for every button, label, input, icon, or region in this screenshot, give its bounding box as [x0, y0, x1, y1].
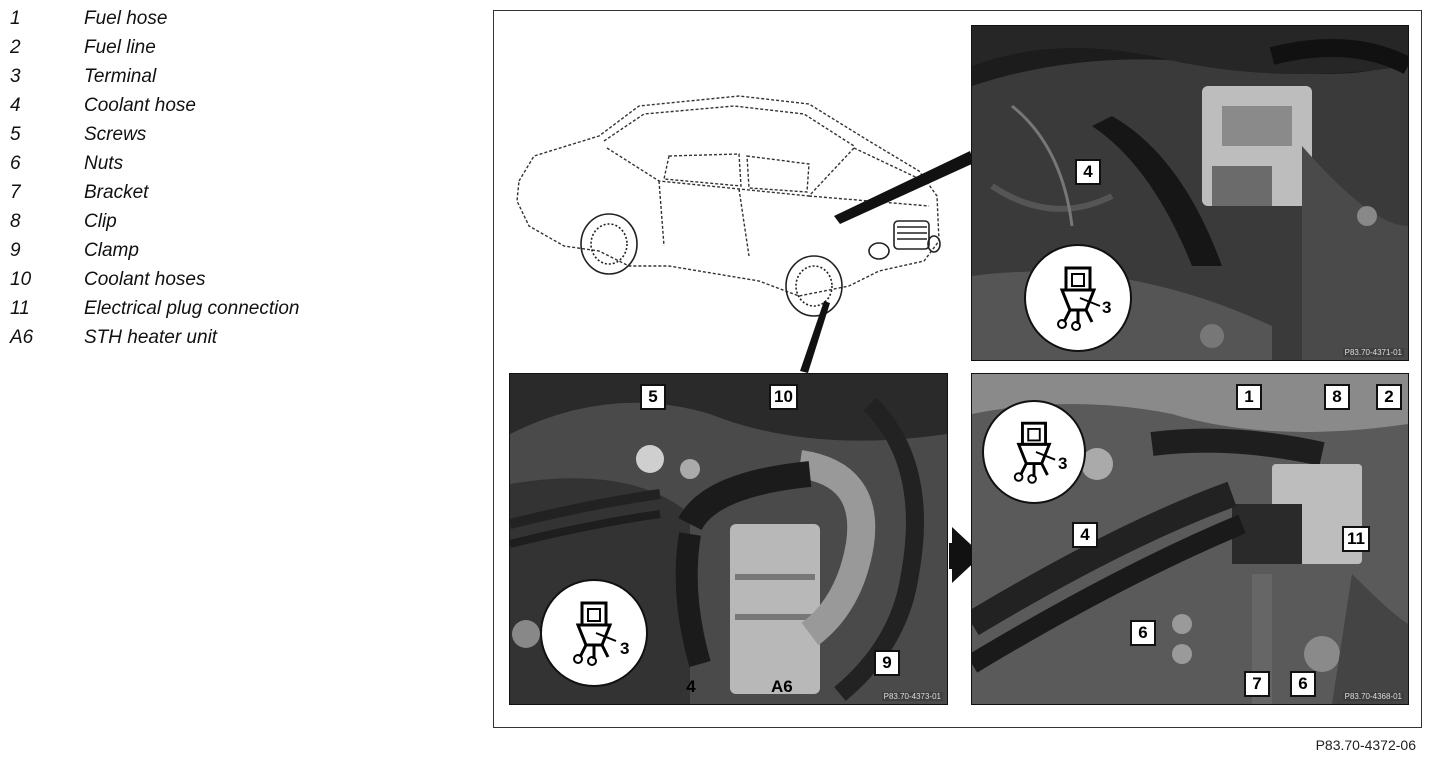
- legend-number: 11: [10, 298, 30, 319]
- legend-number: 4: [10, 95, 21, 116]
- legend-label: STH heater unit: [84, 327, 218, 348]
- terminal-number: 3: [1058, 454, 1068, 473]
- fuel-connection-photo: [972, 374, 1408, 704]
- legend-number: 2: [10, 37, 21, 58]
- callout-label: 1: [1236, 384, 1262, 410]
- photo-reference: P83.70-4373-01: [881, 692, 943, 701]
- callout-label: 5: [640, 384, 666, 410]
- legend-number: 5: [10, 124, 21, 145]
- callout-label: 11: [1342, 526, 1370, 552]
- legend-label: Clamp: [84, 240, 139, 261]
- figure-id: P83.70-4372-06: [1315, 737, 1416, 753]
- photo-panel-bottom-right: 1 8 2 4 11 6 7 6 3 P83.70-4368-01: [971, 373, 1409, 705]
- terminal-number: 3: [1102, 298, 1112, 317]
- callout-label: 6: [1290, 671, 1316, 697]
- callout-label: 4: [686, 677, 696, 696]
- photo-reference: P83.70-4371-01: [1342, 348, 1404, 357]
- legend-label: Coolant hose: [84, 95, 196, 116]
- legend-label: Electrical plug connection: [84, 298, 300, 319]
- legend-number: A6: [10, 327, 34, 348]
- legend-number: 7: [10, 182, 21, 203]
- photo-panel-top-right: 4 3 P83.70-4371-01: [971, 25, 1409, 361]
- figure-frame: 4 3 P83.70-4371-01: [493, 10, 1422, 728]
- leader-lines: [800, 151, 974, 373]
- terminal-detail-circle: 3: [1024, 244, 1132, 352]
- callout-label: 8: [1324, 384, 1350, 410]
- legend-number: 3: [10, 66, 21, 87]
- legend-number: 1: [10, 8, 21, 29]
- legend-number: 6: [10, 153, 21, 174]
- legend-label: Fuel line: [84, 37, 156, 58]
- callout-label: 4: [1072, 522, 1098, 548]
- callout-label: 7: [1244, 671, 1270, 697]
- legend-label: Coolant hoses: [84, 269, 206, 290]
- terminal-detail-circle: 3: [540, 579, 648, 687]
- legend-label: Terminal: [84, 66, 157, 87]
- photo-reference: P83.70-4368-01: [1342, 692, 1404, 701]
- callout-label: 2: [1376, 384, 1402, 410]
- terminal-icon: [1013, 421, 1056, 484]
- terminal-detail-circle: 3: [982, 400, 1086, 504]
- callout-label: 10: [769, 384, 798, 410]
- legend-label: Screws: [84, 124, 147, 145]
- callout-label: A6: [771, 677, 793, 696]
- photo-panel-bottom-left: 5 10 9 4 A6 3 P83.70-4373-01: [509, 373, 948, 705]
- legend-number: 9: [10, 240, 21, 261]
- legend-label: Bracket: [84, 182, 149, 203]
- callout-label: 6: [1130, 620, 1156, 646]
- car-illustration: [516, 95, 941, 317]
- callout-label: 4: [1075, 159, 1101, 185]
- legend-label: Fuel hose: [84, 8, 168, 29]
- terminal-icon: [573, 601, 617, 666]
- callout-label: 9: [874, 650, 900, 676]
- legend-label: Clip: [84, 211, 117, 232]
- legend-number: 10: [10, 269, 32, 290]
- legend-number: 8: [10, 211, 21, 232]
- terminal-icon: [1057, 266, 1101, 331]
- terminal-number: 3: [620, 639, 630, 658]
- legend-label: Nuts: [84, 153, 124, 174]
